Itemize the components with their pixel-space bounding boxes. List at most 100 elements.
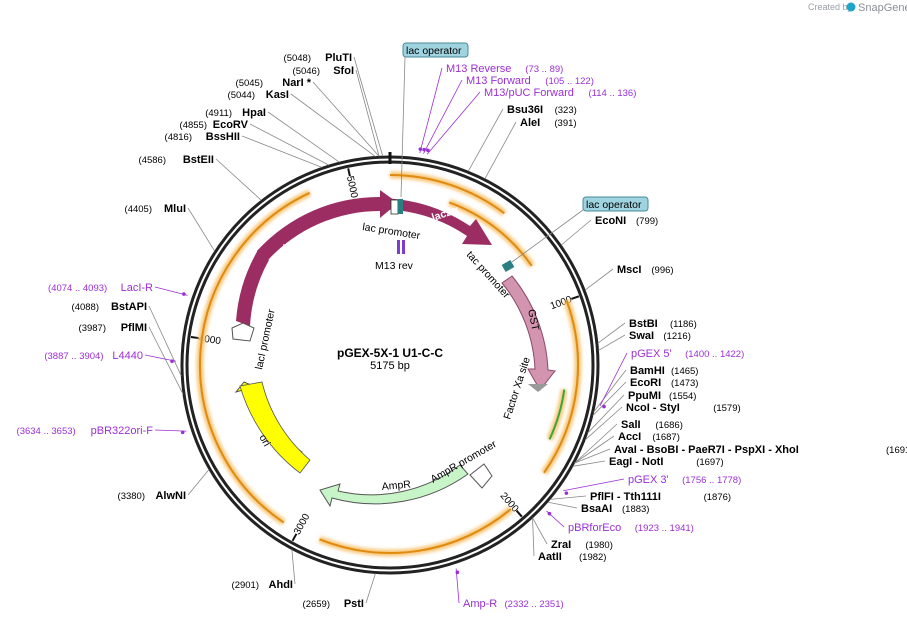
enzyme-name: ZraI: [551, 539, 571, 551]
primer-range: (4074 .. 4093): [48, 283, 107, 294]
enzyme-position: (391): [554, 118, 576, 129]
enzyme-site: PflFI - Tth111I(1876): [590, 491, 731, 503]
enzyme-site: BsaAI(1883): [581, 503, 649, 515]
primer-site: M13/pUC Forward(114 .. 136): [484, 87, 636, 99]
orf-arc-4: [199, 191, 311, 524]
enzyme-name: AccI: [618, 431, 641, 443]
enzyme-leader: [467, 108, 504, 172]
enzyme-position: (1554): [669, 391, 696, 402]
enzyme-position: (1473): [671, 378, 698, 389]
primer-leader: [599, 352, 628, 407]
enzyme-leader: [187, 207, 216, 252]
enzyme-position: (996): [651, 265, 673, 276]
enzyme-name: HpaI: [242, 107, 266, 119]
enzyme-leader: [574, 423, 618, 464]
lac-operator-top-tag: [402, 42, 469, 58]
enzyme-leader: [148, 305, 182, 377]
enzyme-name: NcoI - StyI: [626, 402, 680, 414]
tick-mark: [571, 295, 580, 300]
enzyme-site: HpaI(4911): [205, 107, 266, 119]
primer-site: pGEX 3'(1756 .. 1778): [628, 474, 741, 486]
enzyme-site: AatII(1982): [538, 551, 606, 563]
enzyme-leader: [365, 573, 376, 604]
enzyme-leader: [267, 111, 340, 163]
enzyme-site: EcoRI (1473): [630, 377, 698, 389]
primer-site: L4440(3887 .. 3904): [44, 350, 143, 362]
orf-arc-3: [319, 508, 512, 554]
enzyme-leader: [587, 394, 625, 434]
primer-site: pGEX 5'(1400 .. 1422): [631, 348, 744, 360]
orf-arc-5: [448, 201, 533, 267]
primer-range: (1923 .. 1941): [635, 523, 694, 534]
enzyme-name: MscI: [617, 264, 641, 276]
enzyme-leader: [593, 369, 627, 413]
primer-range: (105 .. 122): [545, 76, 594, 87]
enzyme-name: PstI: [344, 598, 364, 610]
primer-name: pBRforEco: [568, 522, 621, 534]
snapgene-watermark: Created by SnapGene: [808, 2, 907, 14]
enzyme-leader: [572, 460, 606, 467]
primer-site: M13 Forward (105 .. 122): [466, 75, 594, 87]
site-labels: PluTI(5048)SfoI(5046)NarI *(5045)KasI(50…: [17, 52, 907, 610]
orf-arc-1: [389, 174, 505, 215]
enzyme-position: (1579): [713, 403, 740, 414]
enzyme-site: BstEII(4586): [139, 154, 214, 166]
enzyme-name: EcoRI: [630, 377, 661, 389]
enzyme-site: AhdI(2901): [232, 579, 293, 591]
enzyme-name: PflMI: [121, 322, 147, 334]
enzyme-position: (5044): [228, 90, 255, 101]
lac-promoter-label: lac promoter: [362, 221, 422, 242]
enzyme-leader: [597, 322, 626, 344]
enzyme-name: BstAPI: [111, 301, 147, 313]
enzyme-leader: [148, 326, 184, 395]
ori-feature-body: [239, 381, 311, 474]
enzyme-site: AleI (391): [520, 117, 577, 129]
tick-mark: [291, 533, 298, 542]
enzyme-name: NarI *: [282, 77, 311, 89]
primer-site: LacI-R(4074 .. 4093): [48, 282, 153, 294]
enzyme-position: (3987): [79, 323, 106, 334]
primer-name: M13 Forward: [466, 75, 531, 87]
tick-mark: [515, 510, 523, 518]
ampr-feature: [319, 464, 469, 508]
enzyme-site: PflMI (3987): [79, 322, 147, 334]
leader-lines: [144, 56, 628, 604]
enzyme-position: (1186): [670, 319, 697, 330]
enzyme-position: (2659): [303, 599, 330, 610]
enzyme-position: (1982): [579, 552, 606, 563]
orf-arcs: [196, 171, 582, 557]
enzyme-leader: [312, 81, 380, 157]
enzyme-name: BstBI: [629, 318, 658, 330]
laci-feature-body: [236, 250, 269, 326]
enzyme-position: (1216): [663, 331, 690, 342]
enzyme-position: (799): [636, 216, 658, 227]
enzyme-site: KasI(5044): [228, 89, 289, 101]
enzyme-site: SwaI (1216): [629, 330, 691, 342]
ori-label: ori: [256, 433, 272, 449]
enzyme-site: Bsu36I(323): [507, 104, 577, 116]
enzyme-position: (1691): [886, 445, 907, 456]
enzyme-site: SfoI(5046): [293, 65, 354, 77]
primer-range: (1400 .. 1422): [685, 349, 744, 360]
enzyme-position: (5045): [236, 78, 263, 89]
enzyme-leader: [574, 448, 611, 464]
enzyme-position: (4088): [72, 302, 99, 313]
enzyme-site: EcoNI(799): [595, 215, 658, 227]
primer-leader: [426, 91, 481, 155]
primer-leader: [455, 568, 460, 604]
enzyme-position: (2901): [232, 580, 259, 591]
watermark-brand: SnapGene: [858, 2, 907, 14]
tick-mark: [347, 168, 351, 177]
enzyme-position: (4855): [180, 120, 207, 131]
enzyme-name: SwaI: [629, 330, 654, 342]
m13-rev-label: M13 rev: [375, 260, 414, 272]
gst-feature: [501, 275, 556, 391]
primer-marker: [602, 404, 606, 409]
enzyme-leader: [532, 517, 548, 545]
enzyme-name: AleI: [520, 117, 540, 129]
primer-marker: [564, 491, 569, 495]
gst-orf-arc: [548, 389, 566, 440]
snapgene-logo-icon: [846, 2, 856, 12]
lac-operator-top-leader: [400, 56, 406, 198]
